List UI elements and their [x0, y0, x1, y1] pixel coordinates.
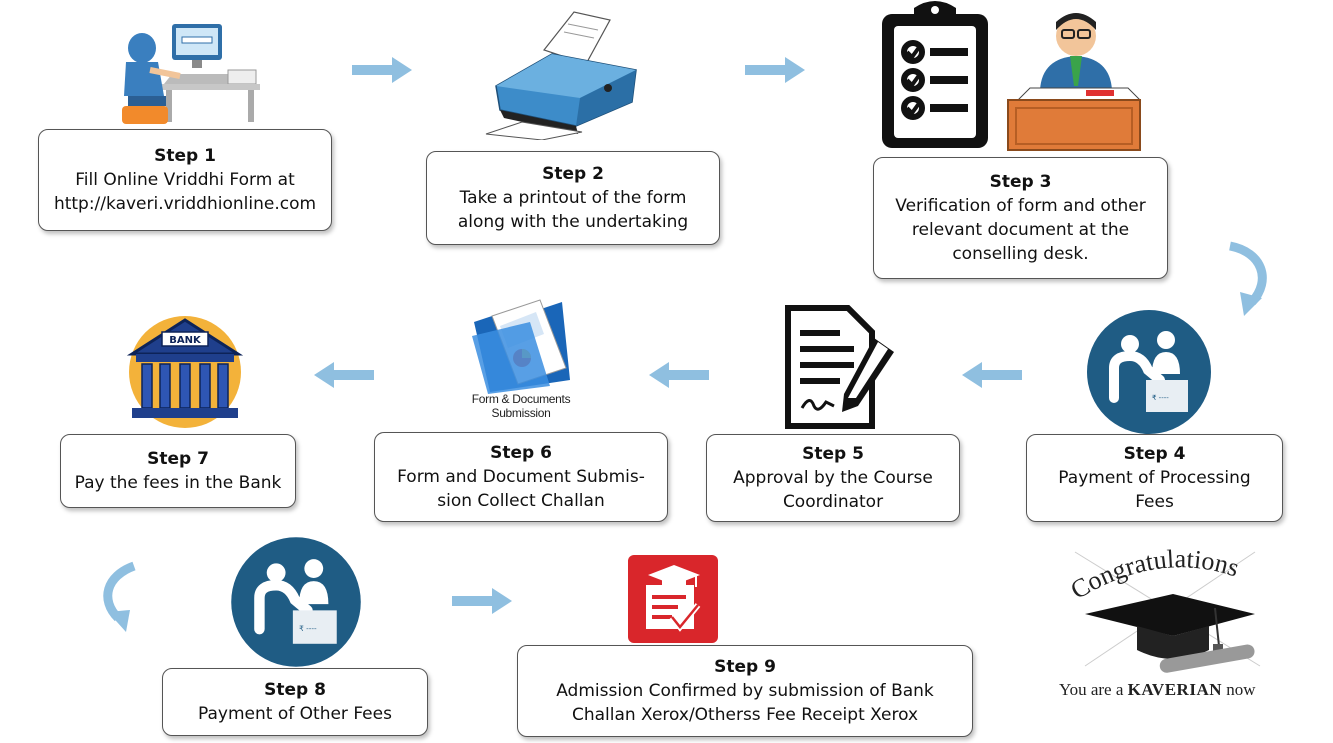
- step-text: Coordinator: [782, 492, 884, 512]
- arrow-right-1: [352, 57, 412, 83]
- step-text: Payment of Other Fees: [198, 704, 392, 724]
- step-title: Step 5: [802, 444, 864, 464]
- arrow-left-2: [649, 362, 709, 388]
- congrats-pre: You are a: [1059, 680, 1128, 699]
- arrow-curve-down-right: [1228, 241, 1267, 316]
- arrow-right-3: [452, 588, 512, 614]
- svg-text:₹ ----: ₹ ----: [299, 624, 317, 633]
- svg-text:₹ ----: ₹ ----: [1152, 394, 1169, 402]
- step-7-box: Step 7 Pay the fees in the Bank: [60, 434, 296, 508]
- arrow-left-3: [314, 362, 374, 388]
- step-text: Challan Xerox/Otherss Fee Receipt Xerox: [571, 705, 919, 725]
- step-text: conselling desk.: [952, 244, 1089, 264]
- step-5-box: Step 5 Approval by the Course Coordinato…: [706, 434, 960, 522]
- step-text: Verification of form and other: [895, 196, 1146, 216]
- step-text: Form and Document Submis-: [397, 467, 645, 487]
- bank-icon: BANK: [126, 316, 244, 428]
- step-3-box: Step 3 Verification of form and other re…: [873, 157, 1168, 279]
- signed-document-icon: [785, 305, 894, 429]
- computer-user-icon: [122, 24, 260, 124]
- checklist-clipboard-icon: [882, 1, 988, 148]
- payment-counter-icon: ₹ ----: [1087, 310, 1211, 434]
- step-title: Step 4: [1123, 444, 1186, 464]
- step-text: Approval by the Course: [733, 468, 933, 488]
- step-text: Payment of Processing: [1058, 468, 1251, 488]
- step-title: Step 3: [989, 172, 1052, 192]
- payment-counter-icon-2: ₹ ----: [231, 537, 361, 667]
- step-4-box: Step 4 Payment of Processing Fees: [1026, 434, 1283, 522]
- step-text: relevant document at the: [911, 220, 1130, 240]
- arrow-curve-down-left: [103, 561, 136, 632]
- step-text: Fees: [1135, 492, 1174, 512]
- step-title: Step 7: [147, 449, 209, 469]
- congrats-name: KAVERIAN: [1127, 680, 1222, 699]
- bank-sign: BANK: [169, 335, 202, 346]
- graduation-form-icon: [628, 555, 718, 643]
- step-title: Step 2: [542, 164, 604, 184]
- step-text: Fill Online Vriddhi Form at: [75, 170, 295, 190]
- congratulations-word: Congratulations: [1066, 548, 1243, 605]
- step-6-box: Step 6 Form and Document Submis- sion Co…: [374, 432, 668, 522]
- step-text: along with the undertaking: [457, 212, 689, 232]
- step-9-box: Step 9 Admission Confirmed by submission…: [517, 645, 973, 737]
- step-text: Pay the fees in the Bank: [74, 473, 282, 493]
- congrats-post: now: [1222, 680, 1256, 699]
- svg-text:Congratulations: Congratulations: [1066, 548, 1243, 605]
- step-title: Step 1: [154, 146, 216, 166]
- step-text: Take a printout of the form: [459, 188, 687, 208]
- printer-icon: [485, 11, 637, 140]
- arrow-left-1: [962, 362, 1022, 388]
- congratulations-graphic: Congratulations You are a KAVERIAN now: [1055, 548, 1295, 708]
- step-text: Admission Confirmed by submission of Ban…: [556, 681, 934, 701]
- folder-caption-line1: Form & Documents: [471, 392, 571, 406]
- officer-at-desk-icon: [1007, 13, 1142, 151]
- step-title: Step 6: [490, 443, 552, 463]
- step-title: Step 8: [264, 680, 326, 700]
- step-text: sion Collect Challan: [437, 491, 605, 511]
- step-title: Step 9: [714, 657, 776, 677]
- step-2-box: Step 2 Take a printout of the form along…: [426, 151, 720, 245]
- folder-caption-line2: Submission: [491, 406, 551, 420]
- arrow-right-2: [745, 57, 805, 83]
- step-8-box: Step 8 Payment of Other Fees: [162, 668, 428, 736]
- step-text: http://kaveri.vriddhionline.com: [53, 194, 317, 214]
- step-1-box: Step 1 Fill Online Vriddhi Form at http:…: [38, 129, 332, 231]
- folder-documents-icon: [472, 299, 570, 394]
